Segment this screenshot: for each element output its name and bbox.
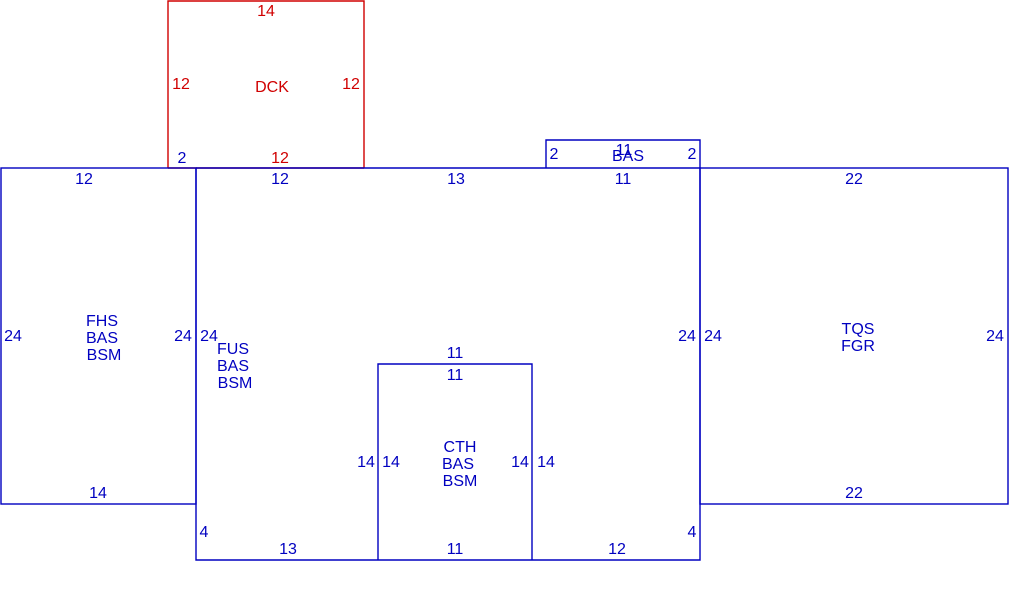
dim-tqs-right: 24: [986, 328, 1004, 345]
dim-dck-bottom: 12: [271, 150, 289, 167]
dim-dck-top: 14: [257, 3, 275, 20]
dim-bay-left: 2: [550, 146, 559, 163]
dim-fhs-left: 24: [4, 328, 22, 345]
fus-outline: [195, 167, 701, 561]
dim-bay-top: 11: [616, 142, 633, 159]
dim-bay-right: 2: [688, 146, 697, 163]
bay-label: BAS: [612, 148, 644, 165]
area-labels: DCK FHS BAS BSM FUS BAS BSM CTH BAS BSM …: [86, 79, 875, 490]
dim-fus-right: 24: [678, 328, 696, 345]
dim-cth-right-outer: 14: [537, 454, 555, 471]
cth-label-line1: CTH: [444, 439, 477, 456]
building-outlines: [0, 139, 1009, 561]
cth-outline: [377, 363, 533, 560]
dim-fhs-right: 24: [174, 328, 192, 345]
dim-fus-bottom-b: 12: [608, 541, 626, 558]
bay-outline: [545, 139, 701, 168]
dim-cth-bottom: 11: [447, 541, 464, 558]
fhs-label-line2: BAS: [86, 330, 118, 347]
dim-fus-top-c: 11: [615, 171, 632, 188]
dim-cth-top-outer: 11: [447, 345, 464, 362]
cth-label-line3: BSM: [443, 473, 478, 490]
dim-cth-right-inner: 14: [511, 454, 529, 471]
tqs-outline: [699, 167, 1009, 505]
dim-fus-left: 24: [200, 328, 218, 345]
dim-dck-left: 12: [172, 76, 190, 93]
tqs-label-line1: TQS: [842, 321, 875, 338]
dim-fhs-top: 12: [75, 171, 93, 188]
fhs-label-line1: FHS: [86, 313, 118, 330]
dim-dck-offset: 2: [178, 150, 187, 167]
dim-fus-left-step: 4: [200, 524, 209, 541]
dim-tqs-left: 24: [704, 328, 722, 345]
tqs-label-line2: FGR: [841, 338, 875, 355]
dck-label: DCK: [255, 79, 289, 96]
dim-fus-right-step: 4: [688, 524, 697, 541]
dim-cth-left-inner: 14: [382, 454, 400, 471]
dim-cth-left-outer: 14: [357, 454, 375, 471]
dim-tqs-bottom: 22: [845, 485, 863, 502]
fus-label-line2: BAS: [217, 358, 249, 375]
cth-label-line2: BAS: [442, 456, 474, 473]
fus-label-line3: BSM: [218, 375, 253, 392]
dim-fus-bottom-a: 13: [279, 541, 297, 558]
fus-label-line1: FUS: [217, 341, 249, 358]
fhs-label-line3: BSM: [87, 347, 122, 364]
dim-fhs-bottom: 14: [89, 485, 107, 502]
dim-tqs-top: 22: [845, 171, 863, 188]
dimension-labels: 14 12 12 12 2 2 11 2 12 24 24 14 12 13 1…: [4, 3, 1004, 558]
dim-cth-top-inner: 11: [447, 367, 464, 384]
dim-dck-right: 12: [342, 76, 360, 93]
dim-fus-top-a: 12: [271, 171, 289, 188]
dim-fus-top-b: 13: [447, 171, 465, 188]
